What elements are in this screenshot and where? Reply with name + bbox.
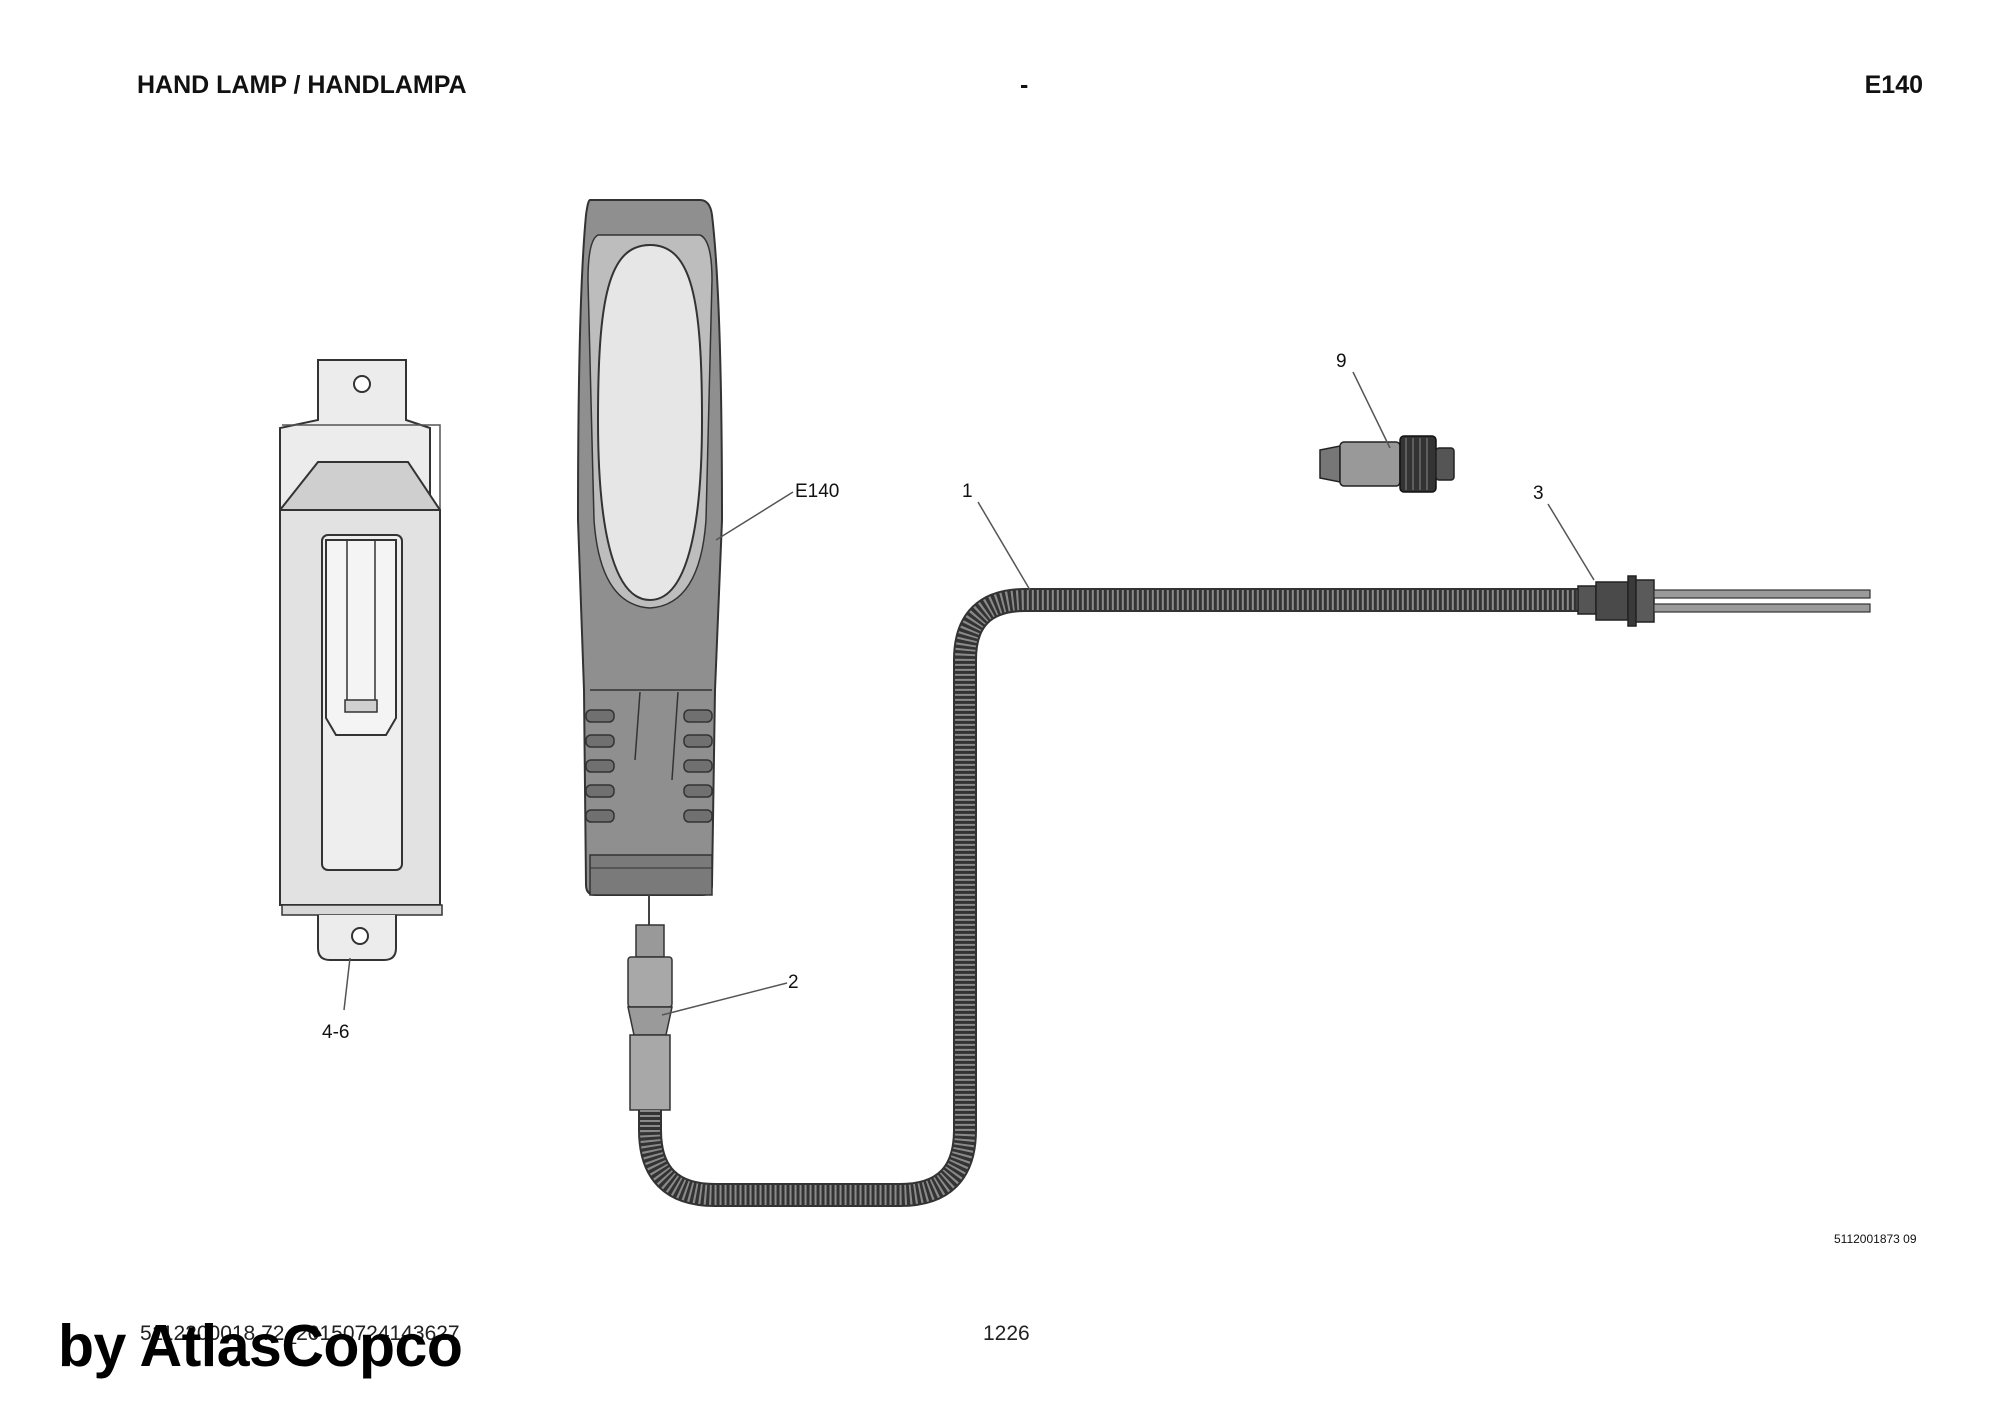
lamp-connector [627, 895, 673, 1111]
hand-lamp [576, 199, 724, 896]
callout-plug: 9 [1336, 351, 1347, 372]
callout-bracket: 4-6 [322, 1022, 349, 1043]
bracket-bottom-hole [351, 927, 369, 945]
callout-end-connector: 3 [1533, 483, 1544, 504]
page-title: HAND LAMP / HANDLAMPA [137, 71, 467, 99]
watermark: by AtlasCopco [58, 1313, 463, 1379]
wall-bracket [279, 359, 443, 961]
callout-lamp: E140 [795, 481, 839, 502]
part-code: E140 [1864, 71, 1923, 99]
header-separator: - [1020, 71, 1029, 99]
footer-file-id: 5112200018 72_20150724143627 [140, 1322, 460, 1345]
callout-lamp-connector: 2 [788, 972, 799, 993]
lamp-grip-ribs [585, 709, 713, 823]
cable-end-connector [1577, 575, 1871, 627]
lamp-lens [596, 243, 704, 602]
plug-connector [1319, 435, 1455, 493]
drawing-number: 5112001873 09 [1834, 1232, 1917, 1246]
callout-cable: 1 [962, 481, 973, 502]
bracket-top-hole [353, 375, 371, 393]
page-number: 1226 [983, 1322, 1030, 1345]
corrugated-cable [638, 588, 1580, 1207]
